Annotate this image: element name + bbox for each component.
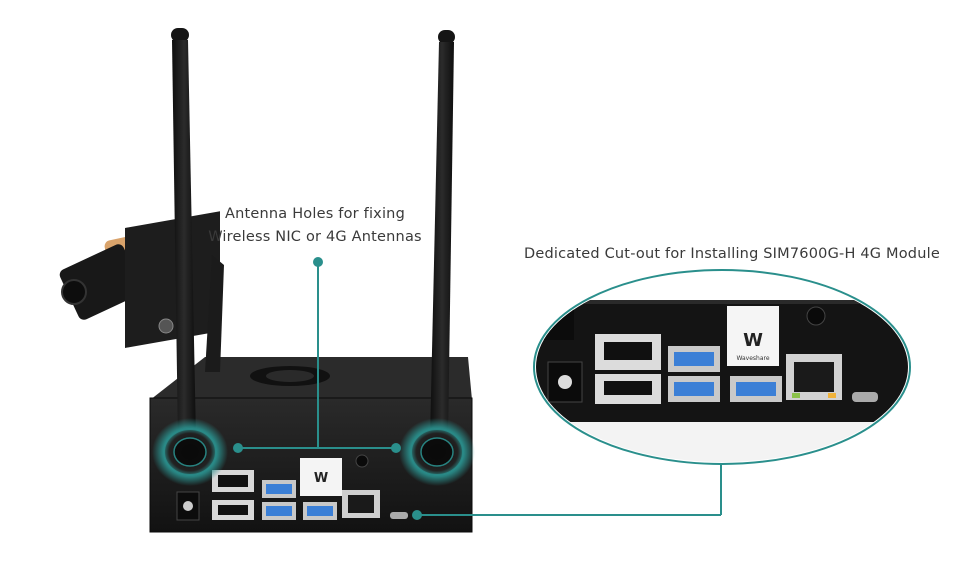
antenna-left <box>171 28 224 440</box>
antenna-right <box>430 30 455 440</box>
callout-antenna <box>233 257 401 453</box>
antenna-holes-label-line2: Wireless NIC or 4G Antennas <box>208 229 422 245</box>
antenna-hole-right-highlight <box>399 418 475 486</box>
module-logo-text: Waveshare <box>736 355 769 362</box>
antenna-holes-label: Antenna Holes for fixing Wireless NIC or… <box>190 203 440 249</box>
zoom-inset: W Waveshare <box>533 269 911 465</box>
antenna-hole-left-highlight <box>152 418 228 486</box>
antenna-holes-label-line1: Antenna Holes for fixing <box>225 206 405 222</box>
svg-text:W: W <box>314 471 328 486</box>
cutout-label: Dedicated Cut-out for Installing SIM7600… <box>524 246 940 262</box>
svg-text:W: W <box>743 330 763 351</box>
camera-module <box>59 211 220 348</box>
callout-cutout <box>412 462 722 520</box>
